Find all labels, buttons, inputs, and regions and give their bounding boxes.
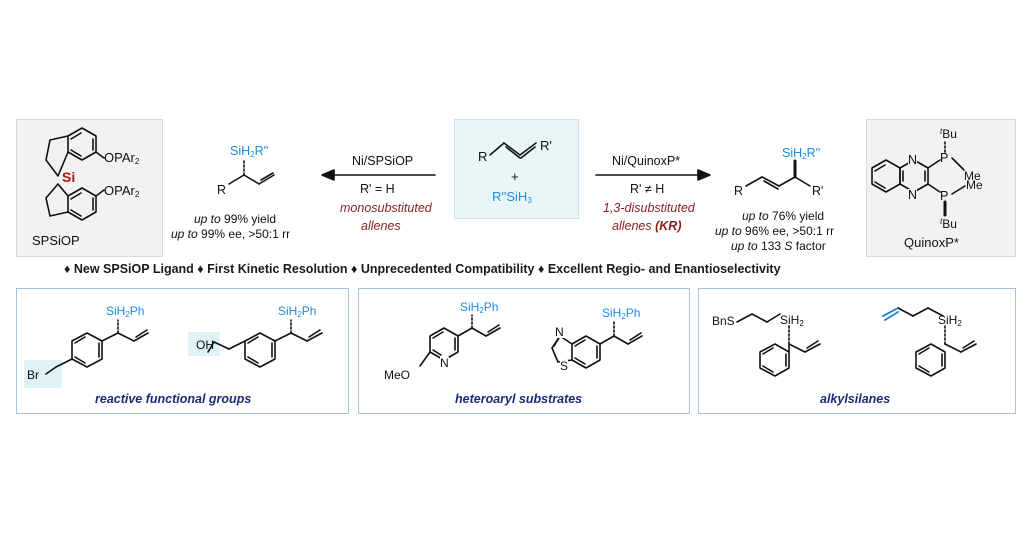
quinox-p-top: P: [940, 151, 949, 165]
right-scope-line1: 1,3-disubstituted: [603, 201, 695, 215]
br-highlight: [24, 360, 62, 388]
left-scope-line2: allenes: [361, 219, 401, 233]
highlight-item: Unprecedented Compatibility: [360, 262, 535, 276]
panel3-caption: alkylsilanes: [820, 392, 891, 406]
right-condition-label: R' ≠ H: [630, 182, 665, 196]
right-scope-line2: allenes (KR): [612, 219, 682, 233]
spsiop-name-label: SPSiOP: [32, 233, 80, 248]
left-product-r: R: [217, 183, 227, 197]
quinox-me-top: Me: [964, 169, 981, 183]
silane-label: R''SiH3: [492, 189, 532, 205]
panel2-thiazole-s: S: [560, 359, 569, 373]
oh-highlight: [188, 332, 220, 356]
spsiop-opar-top: OPAr2: [104, 150, 140, 166]
highlight-item: First Kinetic Resolution: [207, 262, 348, 276]
quinoxp-structure: [871, 139, 966, 217]
panel3-silyl-a: SiH2: [780, 313, 804, 328]
left-yield-line: up to 99% yield: [194, 212, 277, 226]
highlight-bullet: ♦: [350, 262, 358, 276]
panel1-caption: reactive functional groups: [95, 392, 252, 406]
spsiop-si-atom: Si: [62, 169, 76, 185]
panel3-silyl-b: SiH2: [938, 313, 962, 328]
allene-r-label: R: [478, 149, 488, 164]
left-product-structure: [228, 159, 275, 185]
substrate-box: [454, 119, 579, 219]
right-product-silyl: SiH2R'': [782, 146, 821, 161]
highlights-bar: ♦ New SPSiOP Ligand ♦ First Kinetic Reso…: [64, 263, 781, 276]
highlight-bullet: ♦: [197, 262, 204, 276]
spsiop-structure: [45, 127, 105, 221]
quinoxp-name-label: QuinoxP*: [904, 235, 959, 250]
spsiop-ligand-box: [16, 119, 163, 257]
right-ee-line: up to 96% ee, >50:1 rr: [715, 224, 835, 238]
right-product-structure: [745, 159, 811, 190]
panel2-thiazole-n: N: [555, 325, 564, 339]
quinox-me-bottom: Me: [966, 178, 983, 192]
panel1-silyl-b: SiH2Ph: [278, 304, 317, 319]
panel2-structures: [419, 314, 643, 369]
panel1-silyl-a: SiH2Ph: [106, 304, 145, 319]
spsiop-opar-bottom: OPAr2: [104, 183, 140, 199]
panel1-oh-label: OH: [196, 338, 214, 352]
quinox-tbu-bottom: tBu: [940, 217, 957, 231]
plus-sign: +: [511, 169, 519, 184]
panel3-bns-label: BnS: [712, 314, 735, 328]
panel2-meo-label: MeO: [384, 368, 411, 382]
highlight-bullet: ♦: [64, 262, 71, 276]
right-product-rprime: R': [812, 184, 824, 198]
left-ee-line: up to 99% ee, >50:1 rr: [171, 227, 291, 241]
highlight-item: New SPSiOP Ligand: [73, 262, 194, 276]
allene-rprime-label: R': [540, 138, 552, 153]
panel2-silyl-b: SiH2Ph: [602, 306, 641, 321]
left-catalyst-label: Ni/SPSiOP: [352, 154, 414, 168]
highlight-bullet: ♦: [537, 262, 545, 276]
panel2-pyridine-n: N: [440, 356, 449, 370]
panel2-caption: heteroaryl substrates: [455, 392, 583, 406]
panel1-br-label: Br: [27, 368, 39, 382]
quinox-n-bottom: N: [908, 188, 918, 202]
scope-panel-heteroaryl: [358, 288, 690, 414]
right-product-r: R: [734, 184, 744, 198]
right-catalyst-label: Ni/QuinoxP*: [612, 154, 681, 168]
right-yield-line: up to 76% yield: [742, 209, 825, 223]
right-s-factor-line: up to 133 S factor: [731, 239, 826, 253]
highlight-item: Excellent Regio- and Enantioselectivity: [547, 262, 781, 276]
blue-alkene-highlight: [882, 307, 899, 321]
quinox-p-bottom: P: [940, 189, 949, 203]
quinox-tbu-top: tBu: [940, 127, 957, 141]
quinoxp-ligand-box: [866, 119, 1016, 257]
left-product-silyl: SiH2R'': [230, 144, 269, 159]
panel2-silyl-a: SiH2Ph: [460, 300, 499, 315]
panel1-structures: [45, 319, 323, 375]
quinox-n-top: N: [908, 153, 918, 167]
left-condition-label: R' = H: [360, 182, 395, 196]
left-scope-line1: monosubstituted: [340, 201, 432, 215]
allene-structure: [489, 142, 537, 159]
